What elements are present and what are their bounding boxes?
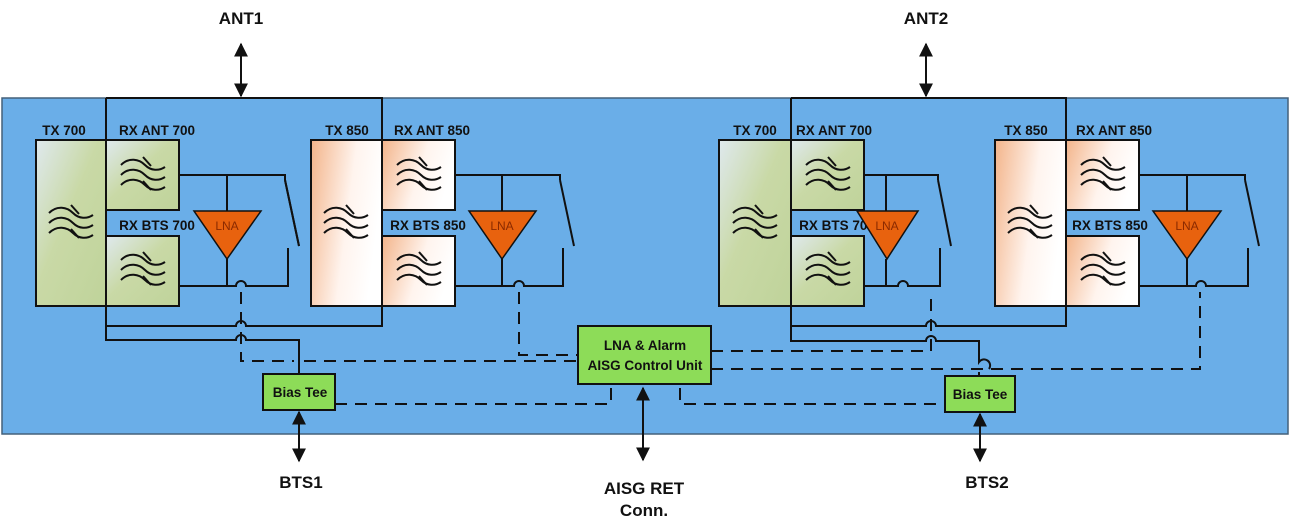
lna-700-control-line <box>240 292 578 362</box>
lna-700-label: LNA <box>875 219 898 233</box>
bias-tee-2 <box>944 375 1016 413</box>
lna-700-label: LNA <box>215 219 238 233</box>
bias-tee-1 <box>262 373 336 411</box>
tx850-filter <box>994 139 1067 307</box>
lna-850-label: LNA <box>1175 219 1198 233</box>
bypass-switch-icon <box>1244 179 1260 247</box>
tma-unit-2: ANT2 TX 700 RX ANT 700 RX BTS 700 LNA TX… <box>679 9 1260 492</box>
rx-bts-700-filter <box>790 235 865 307</box>
rx-bts-850-filter <box>381 235 456 307</box>
rx-bts-700-filter <box>105 235 180 307</box>
bypass-switch-icon <box>284 179 300 247</box>
bias-tee-1-label: Bias Tee <box>273 385 328 400</box>
tma-unit-1: ANT1 TX 700 RX ANT 700 RX BTS 700 LNA TX… <box>35 9 612 492</box>
ant2-label: ANT2 <box>904 9 948 28</box>
rx-bts-700-label: RX BTS 700 <box>119 218 195 233</box>
bias-tee-2-label: Bias Tee <box>953 387 1008 402</box>
bts1-label: BTS1 <box>279 473 322 492</box>
ant1-label: ANT1 <box>219 9 263 28</box>
rx-bts-850-filter <box>1065 235 1140 307</box>
rx-ant-850-filter <box>1065 139 1140 211</box>
tx700-filter <box>718 139 792 307</box>
aisg-ret-label-line1: AISG RET <box>604 479 685 498</box>
lna-850-label: LNA <box>490 219 513 233</box>
control-unit-label-line1: LNA & Alarm <box>604 338 686 353</box>
lna-850-amplifier-icon <box>467 210 538 261</box>
lna-850-control-line <box>518 292 578 356</box>
aisg-ret-label-line2: Conn. <box>620 501 668 520</box>
tx850-label: TX 850 <box>1004 123 1048 138</box>
tx700-label: TX 700 <box>733 123 777 138</box>
tx700-label: TX 700 <box>42 123 86 138</box>
rx-ant-850-label: RX ANT 850 <box>394 123 470 138</box>
tx700-filter <box>35 139 107 307</box>
rx-bts-700-label: RX BTS 700 <box>799 218 875 233</box>
rx-ant-700-filter <box>790 139 865 211</box>
lna-700-amplifier-icon <box>855 210 920 261</box>
bypass-switch-icon <box>559 179 575 247</box>
lna-alarm-aisg-control-unit <box>577 325 712 385</box>
rx-ant-700-filter <box>105 139 180 211</box>
lna-850-amplifier-icon <box>1151 210 1223 261</box>
bts2-label: BTS2 <box>965 473 1008 492</box>
tx850-label: TX 850 <box>325 123 369 138</box>
rx-ant-700-label: RX ANT 700 <box>796 123 872 138</box>
control-unit-label-line2: AISG Control Unit <box>588 358 703 373</box>
lna-850-control-line <box>711 292 1201 370</box>
tx850-filter <box>310 139 383 307</box>
bias-tee-2-control-line <box>679 388 945 405</box>
rx-ant-700-label: RX ANT 700 <box>119 123 195 138</box>
bypass-switch-icon <box>937 179 952 247</box>
lna-700-control-line <box>711 292 932 352</box>
rx-ant-850-filter <box>381 139 456 211</box>
rx-bts-850-label: RX BTS 850 <box>1072 218 1148 233</box>
rx-ant-850-label: RX ANT 850 <box>1076 123 1152 138</box>
rx-bts-850-label: RX BTS 850 <box>390 218 466 233</box>
lna-700-amplifier-icon <box>192 210 263 261</box>
bias-tee-1-control-line <box>335 388 612 405</box>
